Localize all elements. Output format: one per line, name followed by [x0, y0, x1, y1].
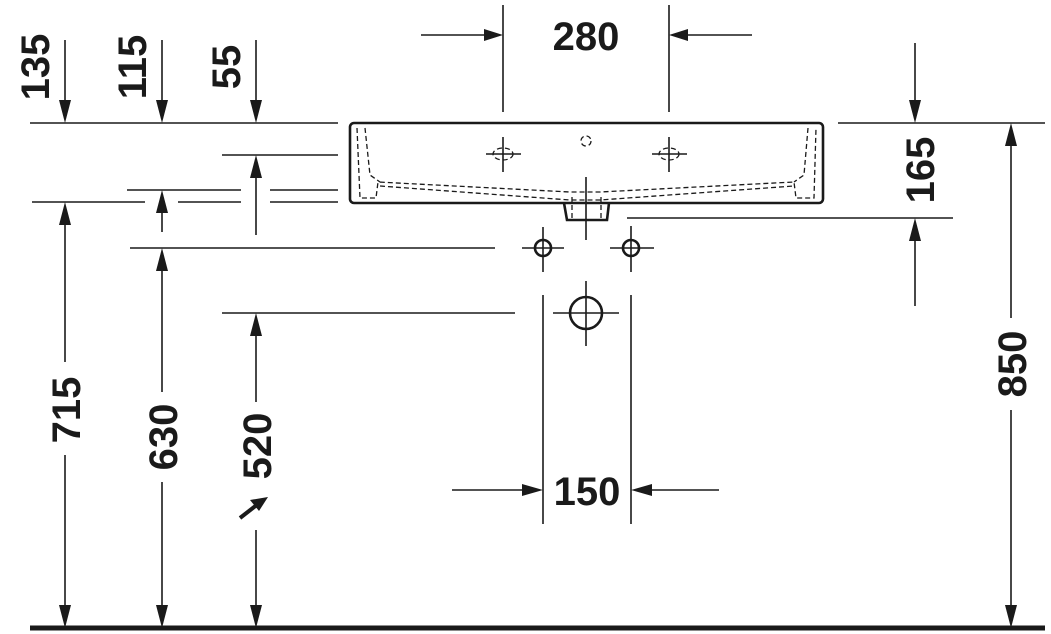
dim-115: 115: [111, 35, 155, 100]
dim-135: 135: [14, 34, 58, 101]
annotation-arrow-icon: [238, 497, 268, 520]
supply-connections: [522, 226, 654, 272]
dim-850: 850: [991, 331, 1035, 398]
tap-hole-right: [652, 137, 687, 172]
washbasin-outline: [348, 121, 825, 240]
dim-tap-spacing: 280: [553, 15, 620, 59]
waste-connection: [553, 281, 619, 346]
dim-520: 520: [236, 413, 280, 480]
dim-630: 630: [142, 404, 186, 471]
dim-150: 150: [554, 470, 621, 514]
tap-hole-left: [486, 137, 521, 172]
dim-55: 55: [205, 45, 249, 90]
overflow-hole: [580, 135, 592, 147]
dim-715: 715: [45, 377, 89, 444]
dim-165: 165: [899, 137, 943, 204]
